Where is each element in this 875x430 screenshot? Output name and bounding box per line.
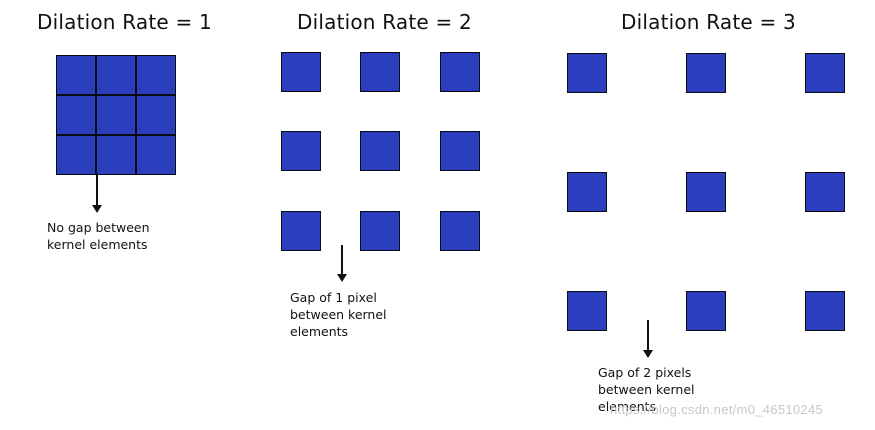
kernel-cell [96, 135, 136, 175]
kernel-cell [136, 55, 176, 95]
title-dilation-rate-3: Dilation Rate = 3 [621, 10, 796, 34]
kernel-cell [805, 291, 845, 331]
kernel-cell [360, 211, 400, 251]
kernel-cell [686, 291, 726, 331]
kernel-cell [136, 95, 176, 135]
kernel-cell [686, 172, 726, 212]
kernel-cell [136, 135, 176, 175]
kernel-cell [686, 53, 726, 93]
kernel-cell [281, 52, 321, 92]
down-arrow-icon [643, 320, 653, 358]
note-rate-1: No gap between kernel elements [47, 220, 150, 252]
kernel-cell [567, 172, 607, 212]
down-arrow-icon [92, 175, 102, 213]
kernel-cell [805, 53, 845, 93]
kernel-cell [56, 55, 96, 95]
title-dilation-rate-2: Dilation Rate = 2 [297, 10, 472, 34]
note-rate-2: Gap of 1 pixel between kernel elements [290, 290, 387, 339]
note-rate-3: Gap of 2 pixels between kernel elements [598, 365, 695, 414]
kernel-cell [281, 211, 321, 251]
watermark-text: https://blog.csdn.net/m0_46510245 [610, 402, 823, 417]
kernel-cell [96, 55, 136, 95]
kernel-cell [440, 52, 480, 92]
kernel-cell [567, 291, 607, 331]
kernel-cell [440, 131, 480, 171]
kernel-cell [440, 211, 480, 251]
kernel-cell [56, 95, 96, 135]
kernel-cell [56, 135, 96, 175]
kernel-cell [96, 95, 136, 135]
down-arrow-icon [337, 245, 347, 283]
title-dilation-rate-1: Dilation Rate = 1 [37, 10, 212, 34]
kernel-cell [567, 53, 607, 93]
kernel-cell [360, 131, 400, 171]
kernel-cell [360, 52, 400, 92]
kernel-grid-rate-1 [56, 55, 176, 175]
kernel-cell [805, 172, 845, 212]
kernel-cell [281, 131, 321, 171]
